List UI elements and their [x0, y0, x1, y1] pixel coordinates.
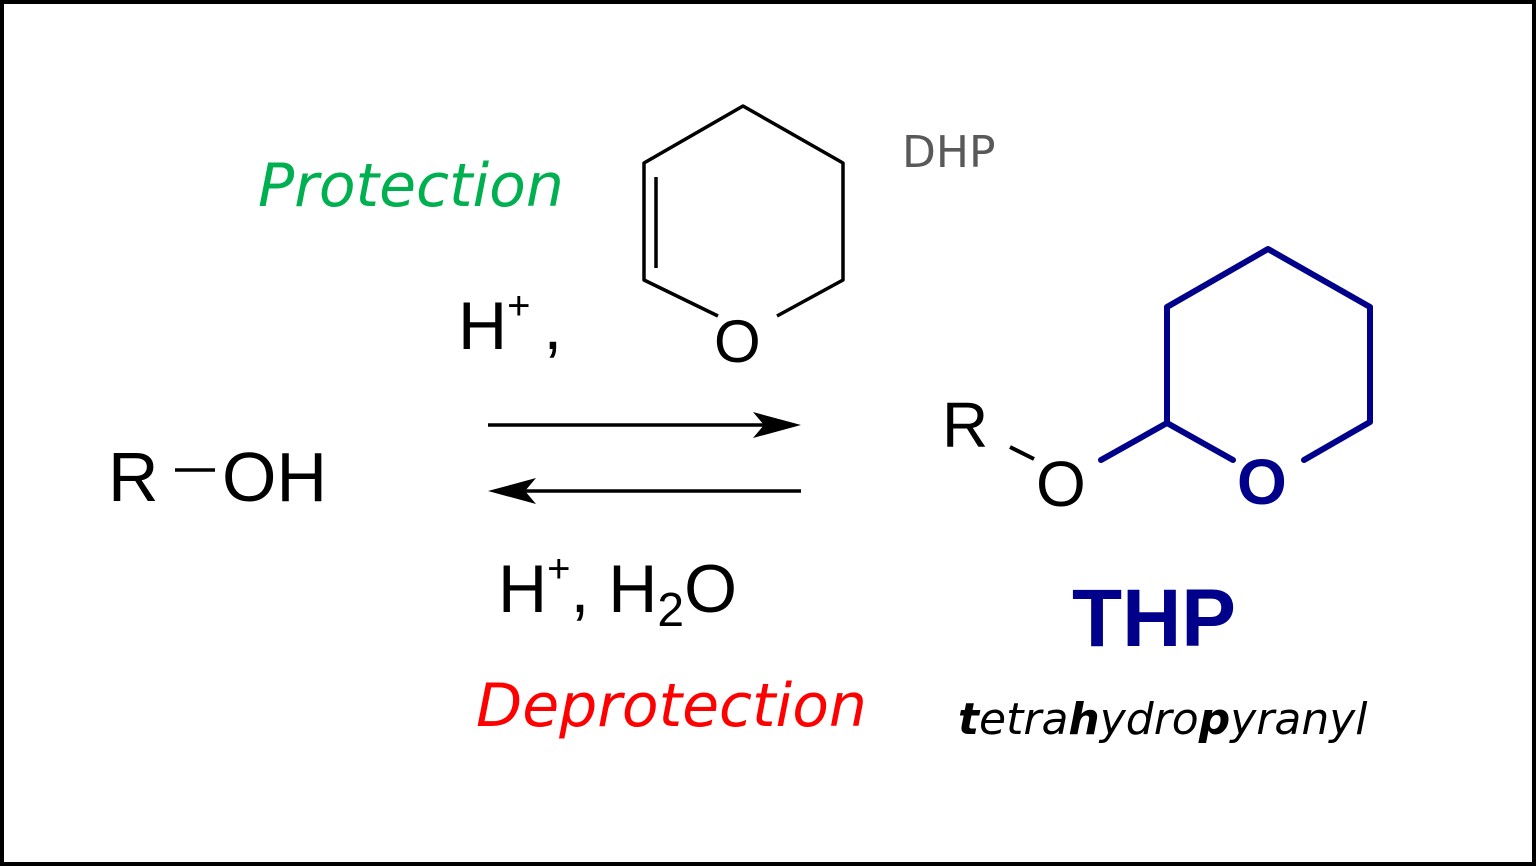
- forward-plus: +: [507, 284, 531, 328]
- dhp-ring: [642, 104, 845, 318]
- product-ring-oxygen: O: [1237, 446, 1287, 518]
- reverse-plus: +: [547, 547, 571, 591]
- thp-full-name: tetrahydropyranyl: [958, 698, 1367, 742]
- name-part-etra: etra: [979, 694, 1069, 745]
- name-part-t: t: [958, 694, 980, 745]
- dhp-ring-oxygen: O: [714, 308, 761, 375]
- product-ether-oxygen: O: [1036, 448, 1086, 520]
- reverse-h: H: [498, 551, 548, 627]
- deprotection-label: Deprotection: [476, 671, 867, 741]
- name-part-yranyl: yranyl: [1230, 694, 1368, 745]
- name-part-p: p: [1198, 694, 1231, 745]
- thp-ring: [1098, 246, 1373, 463]
- protection-label: Protection: [258, 151, 564, 221]
- forward-arrow: [488, 412, 801, 438]
- dhp-label: DHP: [902, 127, 996, 178]
- water-h: H: [608, 551, 658, 627]
- name-part-ydro: ydro: [1099, 694, 1199, 745]
- reactant-oh: OH: [222, 438, 327, 516]
- forward-h: H: [458, 288, 508, 364]
- name-part-h: h: [1068, 694, 1100, 745]
- reverse-reagents: H+, H2O: [498, 549, 737, 635]
- forward-reagent-acid: H+ ,: [458, 286, 562, 360]
- water-subscript: 2: [657, 584, 685, 637]
- water-o: O: [684, 551, 737, 627]
- forward-comma: ,: [543, 288, 563, 364]
- reactant-r: R: [108, 438, 159, 516]
- product-r: R: [942, 389, 989, 461]
- thp-label: THP: [1072, 573, 1236, 664]
- r-o-bond: [1009, 445, 1035, 461]
- reverse-comma: ,: [570, 551, 590, 627]
- reverse-arrow: [488, 478, 801, 504]
